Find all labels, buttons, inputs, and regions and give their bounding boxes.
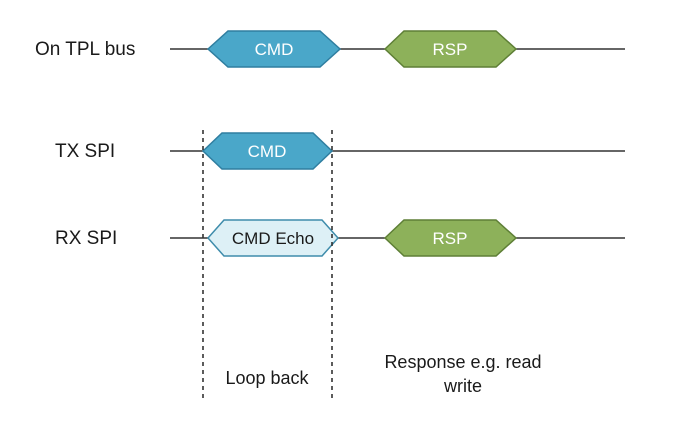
packet-cmd-tx-spi: CMD xyxy=(201,132,334,170)
packet-rsp-rx-spi-shape xyxy=(383,219,518,257)
packet-rsp-rx-spi-label: RSP xyxy=(433,229,468,248)
packet-cmd-echo-rx-spi: CMD Echo xyxy=(206,219,340,257)
packet-cmd-tpl-bus-shape xyxy=(206,30,342,68)
signal-label-rx-spi: RX SPI xyxy=(55,228,117,249)
packet-cmd-echo-rx-spi-label: CMD Echo xyxy=(232,229,314,248)
packet-cmd-tpl-bus-label: CMD xyxy=(255,40,294,59)
signal-label-tpl-bus: On TPL bus xyxy=(35,39,135,60)
packet-rsp-tpl-bus: RSP xyxy=(383,30,518,68)
packet-rsp-tpl-bus-label: RSP xyxy=(433,40,468,59)
packet-cmd-tx-spi-shape xyxy=(201,132,334,170)
loopback-annotation: Loop back xyxy=(225,368,309,388)
response-annotation-line1: Response e.g. read xyxy=(384,352,541,372)
packet-cmd-tpl-bus: CMD xyxy=(206,30,342,68)
packet-cmd-echo-rx-spi-shape xyxy=(206,219,340,257)
signal-label-tx-spi: TX SPI xyxy=(55,141,115,162)
packet-cmd-tx-spi-label: CMD xyxy=(248,142,287,161)
packet-rsp-tpl-bus-shape xyxy=(383,30,518,68)
response-annotation-line2: write xyxy=(443,376,482,396)
packet-rsp-rx-spi: RSP xyxy=(383,219,518,257)
